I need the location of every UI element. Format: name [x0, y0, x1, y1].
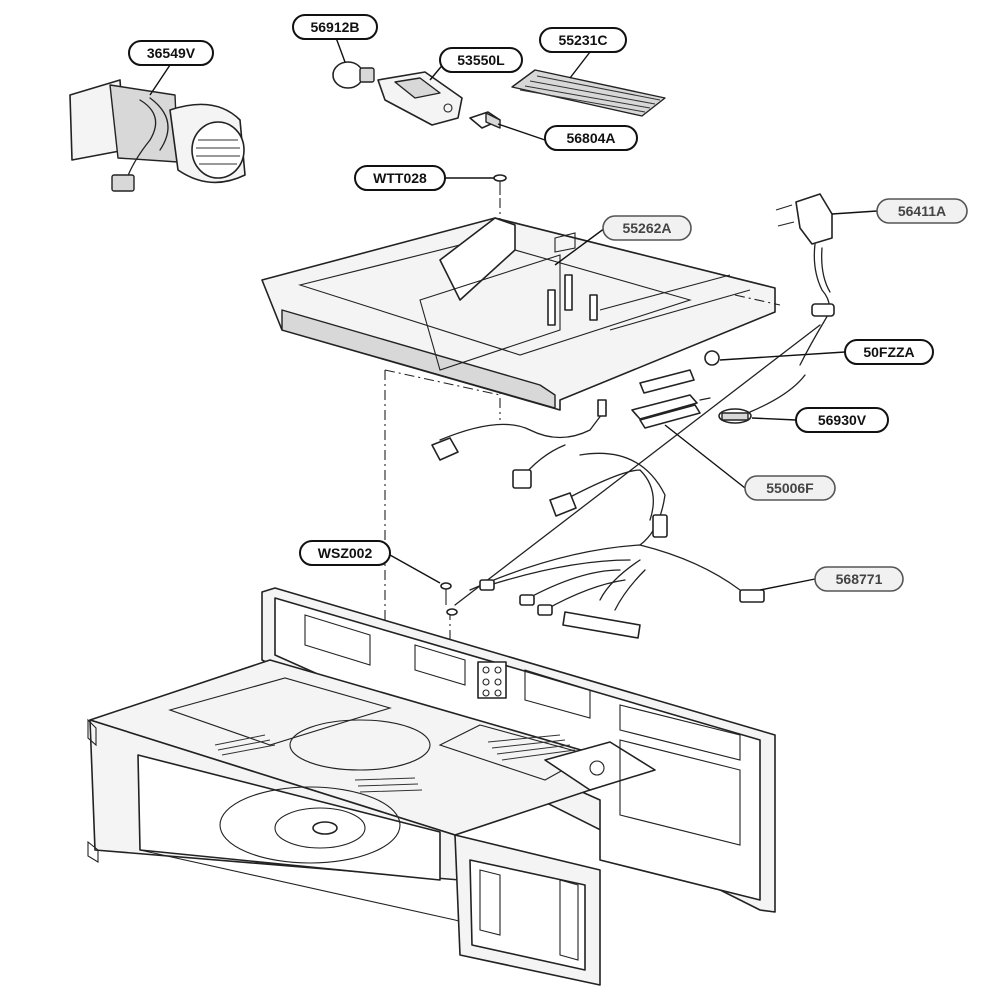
oven-cavity-chassis — [87, 587, 776, 986]
callout-56930V: 56930V — [795, 407, 889, 433]
power-cord[interactable] — [775, 193, 835, 366]
lamp-bulb[interactable] — [332, 61, 375, 89]
callout-label-50FZZA: 50FZZA — [863, 344, 914, 360]
fuse[interactable] — [639, 350, 720, 394]
blower-motor-assembly[interactable] — [69, 79, 246, 192]
callout-36549V: 36549V — [128, 40, 214, 66]
callout-55262A: 55262A — [602, 215, 692, 241]
screw-wsz002[interactable] — [440, 582, 458, 616]
callout-label-56912B: 56912B — [310, 19, 359, 35]
callout-WTT028: WTT028 — [354, 165, 446, 191]
callout-56411A: 56411A — [876, 198, 968, 224]
callout-label-55262A: 55262A — [622, 220, 671, 236]
wire-harness[interactable] — [431, 324, 821, 639]
callout-label-56411A: 56411A — [898, 203, 946, 219]
callout-label-56930V: 56930V — [818, 412, 867, 428]
callout-label-55006F: 55006F — [766, 480, 814, 496]
callout-label-55231C: 55231C — [558, 32, 607, 48]
callout-WSZ002: WSZ002 — [299, 540, 391, 566]
callout-53550L: 53550L — [439, 47, 523, 73]
upper-base-plate[interactable] — [261, 217, 776, 411]
screw-wtt028[interactable] — [493, 174, 507, 195]
callout-label-568771: 568771 — [836, 571, 883, 587]
noise-filter[interactable] — [631, 394, 711, 429]
callout-50FZZA: 50FZZA — [844, 339, 934, 365]
callout-label-53550L: 53550L — [457, 52, 505, 68]
callout-56804A: 56804A — [544, 125, 638, 151]
callout-56912B: 56912B — [292, 14, 378, 40]
lamp-connector[interactable] — [469, 111, 501, 129]
callout-55231C: 55231C — [539, 27, 627, 53]
thermostat[interactable] — [718, 374, 806, 424]
callout-label-36549V: 36549V — [147, 45, 196, 61]
callout-label-WTT028: WTT028 — [373, 170, 427, 186]
callout-55006F: 55006F — [744, 475, 836, 501]
callout-label-WSZ002: WSZ002 — [318, 545, 373, 561]
charcoal-filter[interactable] — [511, 69, 666, 117]
callout-label-56804A: 56804A — [566, 130, 615, 146]
callout-568771: 568771 — [814, 566, 904, 592]
lamp-socket-bracket[interactable] — [377, 71, 463, 126]
